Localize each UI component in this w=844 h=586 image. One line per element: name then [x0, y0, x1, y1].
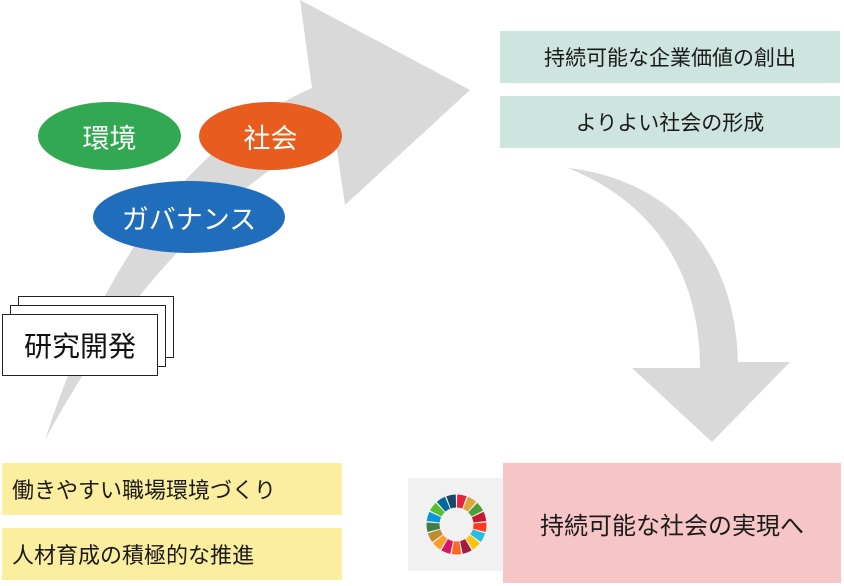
- sdg-wheel-segment: [472, 522, 487, 532]
- outcome-sustainable-society-label: 持続可能な社会の実現へ: [540, 511, 804, 540]
- sdg-wheel-segment: [463, 496, 477, 512]
- esg-society: 社会: [199, 102, 342, 170]
- esg-governance: ガバナンス: [93, 181, 285, 253]
- esg-governance-label: ガバナンス: [121, 204, 257, 236]
- outcome-better-society-label: よりよい社会の形成: [575, 111, 765, 135]
- rnd-label: 研究開発: [23, 330, 136, 363]
- sdg-wheel-segment: [427, 529, 443, 542]
- rnd-card: 研究開発: [2, 314, 158, 376]
- sdg-wheel-segment: [441, 539, 453, 554]
- sdg-wheel-segment: [429, 502, 445, 517]
- sdg-icon-tile: [408, 478, 505, 571]
- upward-curved-arrow: [45, 0, 470, 440]
- sdg-wheel-segment: [446, 494, 457, 509]
- sdg-wheel-segment: [436, 496, 450, 512]
- sdg-wheel-segment: [471, 511, 487, 523]
- workplace-item-1-label: 働きやすい職場環境づくり: [12, 479, 277, 504]
- workplace-item-1: 働きやすい職場環境づくり: [2, 463, 342, 515]
- downward-curved-arrow: [568, 168, 790, 442]
- sdg-wheel-icon: [426, 494, 487, 555]
- outcome-corporate-value: 持続可能な企業価値の創出: [500, 31, 840, 83]
- sdg-wheel-segment: [460, 539, 472, 554]
- esg-society-label: 社会: [243, 123, 298, 155]
- outcome-sustainable-society: 持続可能な社会の実現へ: [503, 463, 841, 583]
- sdg-wheel-segment: [468, 502, 484, 517]
- sdg-wheel-segment: [426, 511, 442, 523]
- outcome-corporate-value-label: 持続可能な企業価値の創出: [544, 46, 796, 70]
- workplace-item-2: 人材育成の積極的な推進: [2, 528, 342, 580]
- sdg-wheel-segment: [465, 535, 480, 550]
- sdg-wheel-segment: [426, 522, 441, 532]
- sdg-wheel-segment: [433, 535, 448, 550]
- sdg-wheel-segment: [451, 541, 462, 555]
- outcome-better-society: よりよい社会の形成: [500, 96, 840, 148]
- workplace-item-2-label: 人材育成の積極的な推進: [12, 544, 255, 569]
- esg-environment-label: 環境: [82, 123, 137, 155]
- sdg-wheel-segment: [470, 529, 486, 542]
- esg-environment: 環境: [38, 102, 181, 170]
- sdg-wheel-segment: [456, 494, 467, 509]
